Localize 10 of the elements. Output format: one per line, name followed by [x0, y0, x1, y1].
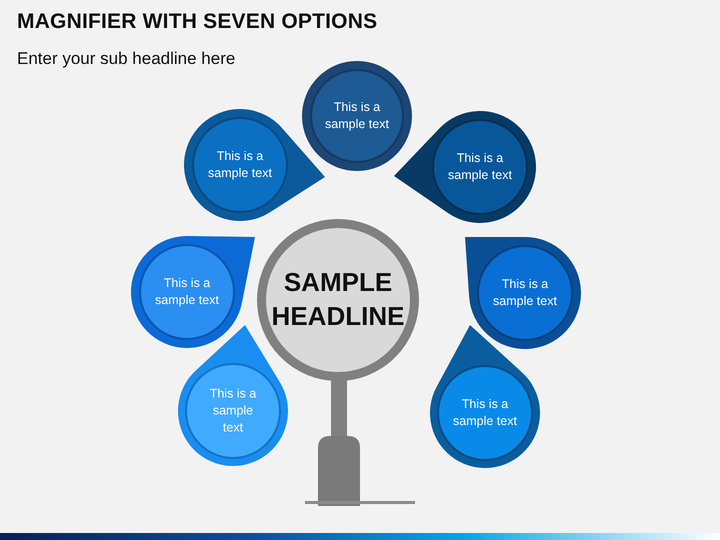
subtitle: Enter your sub headline here: [17, 49, 236, 69]
badge-text: This is a sample text: [207, 148, 273, 182]
badge-text: This is a sample text: [324, 99, 390, 133]
magnifier-lens: SAMPLE HEADLINE: [257, 219, 419, 381]
badge-text: This is a sample text: [208, 386, 258, 436]
badge-text: This is a sample text: [447, 150, 513, 184]
badge-text: This is a sample text: [492, 276, 558, 310]
badge-text: This is a sample text: [154, 275, 220, 309]
title: MAGNIFIER WITH SEVEN OPTIONS: [17, 10, 378, 34]
badge-text: This is a sample text: [452, 396, 518, 430]
